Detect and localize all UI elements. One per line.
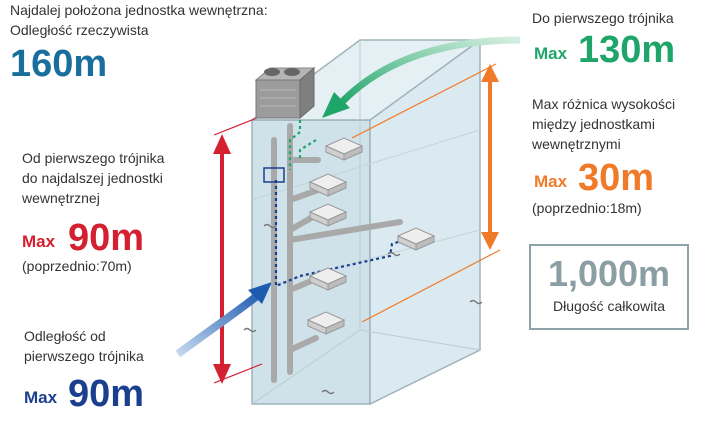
red-dimension-arrow bbox=[213, 115, 263, 384]
indoor-unit-icon bbox=[306, 311, 346, 335]
actual-distance-value: 160m bbox=[10, 43, 108, 85]
indoor-unit-icon bbox=[324, 137, 364, 161]
height-diff-line2: między jednostkami bbox=[532, 116, 655, 132]
branch-joint-box bbox=[263, 167, 285, 183]
indoor-unit-icon bbox=[396, 227, 436, 251]
height-diff-max: Max bbox=[534, 172, 568, 191]
dotted-routes bbox=[274, 120, 411, 288]
branch-farthest-value: 90m bbox=[68, 217, 145, 259]
total-length-box: 1,000m Długość całkowita bbox=[529, 244, 689, 330]
branch-farthest-line1: Od pierwszego trójnika bbox=[22, 150, 165, 166]
first-branch-value: 90m bbox=[68, 373, 145, 415]
indoor-unit-icon bbox=[308, 203, 348, 227]
break-mark-icon bbox=[243, 223, 483, 395]
farthest-unit-label: Najdalej położona jednostka wewnętrzna: bbox=[10, 2, 268, 18]
blue-curved-arrow bbox=[175, 282, 272, 358]
indoor-unit-icon bbox=[308, 267, 348, 291]
height-diff-line1: Max różnica wysokości bbox=[532, 96, 676, 112]
first-branch-line1: Odległość od bbox=[24, 328, 106, 344]
outdoor-unit-icon bbox=[254, 66, 316, 120]
branch-farthest-max: Max bbox=[22, 232, 56, 251]
to-first-branch-label: Do pierwszego trójnika bbox=[532, 10, 674, 26]
to-first-branch-value: 130m bbox=[578, 29, 676, 71]
first-branch-max: Max bbox=[24, 388, 58, 407]
branch-farthest-line2: do najdalszej jednostki bbox=[22, 170, 163, 186]
green-curved-arrow bbox=[322, 36, 521, 118]
total-length-value: 1,000m bbox=[547, 253, 671, 294]
branch-farthest-previous: (poprzednio:70m) bbox=[22, 258, 132, 274]
to-first-branch-max: Max bbox=[534, 44, 568, 63]
height-diff-line3: wewnętrznymi bbox=[532, 136, 621, 152]
height-diff-previous: (poprzednio:18m) bbox=[532, 200, 642, 216]
actual-distance-label: Odległość rzeczywista bbox=[10, 22, 149, 38]
orange-dimension-arrow bbox=[351, 63, 501, 323]
total-length-label: Długość całkowita bbox=[552, 298, 666, 314]
indoor-unit-icon bbox=[308, 173, 348, 197]
branch-farthest-line3: wewnętrznej bbox=[22, 190, 100, 206]
first-branch-line2: pierwszego trójnika bbox=[24, 348, 144, 364]
height-diff-value: 30m bbox=[578, 157, 655, 199]
